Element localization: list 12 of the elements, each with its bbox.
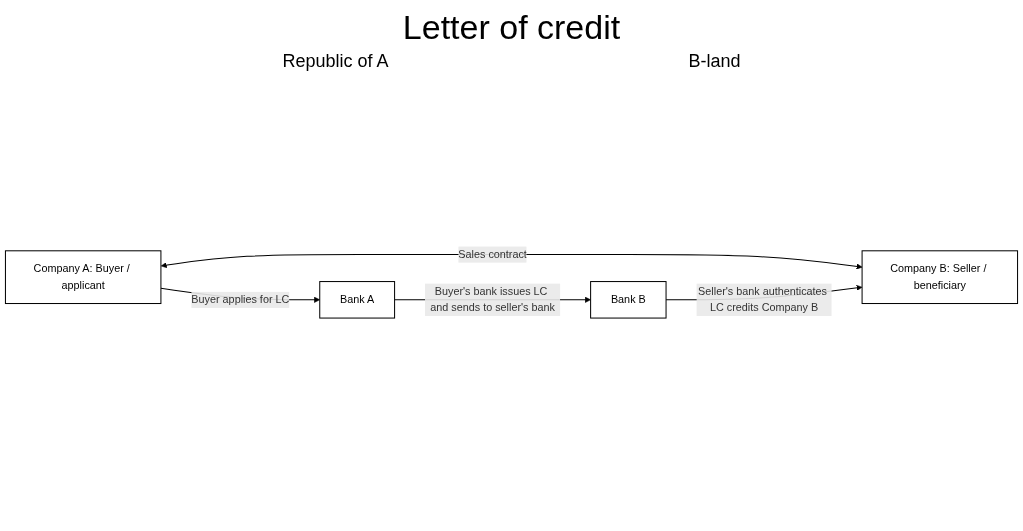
node-box: Company B: Seller / beneficiary <box>861 250 1019 304</box>
edge-label: Buyer applies for LC <box>191 293 290 305</box>
diagram-title: Letter of credit <box>401 8 622 47</box>
column-heading: B-land <box>688 51 741 72</box>
node-box: Bank B <box>590 280 667 319</box>
column-heading: Republic of A <box>282 51 389 72</box>
node-box: Bank A <box>319 280 396 319</box>
edge-label: Buyer's bank issues LC and sends to seller's bank <box>430 285 555 314</box>
edge-label: Seller's bank authenticates LC credits Company B <box>698 285 828 314</box>
node-box: Company A: Buyer / applicant <box>4 250 162 304</box>
arrow <box>160 253 863 270</box>
edge-label: Sales contract <box>458 248 527 260</box>
